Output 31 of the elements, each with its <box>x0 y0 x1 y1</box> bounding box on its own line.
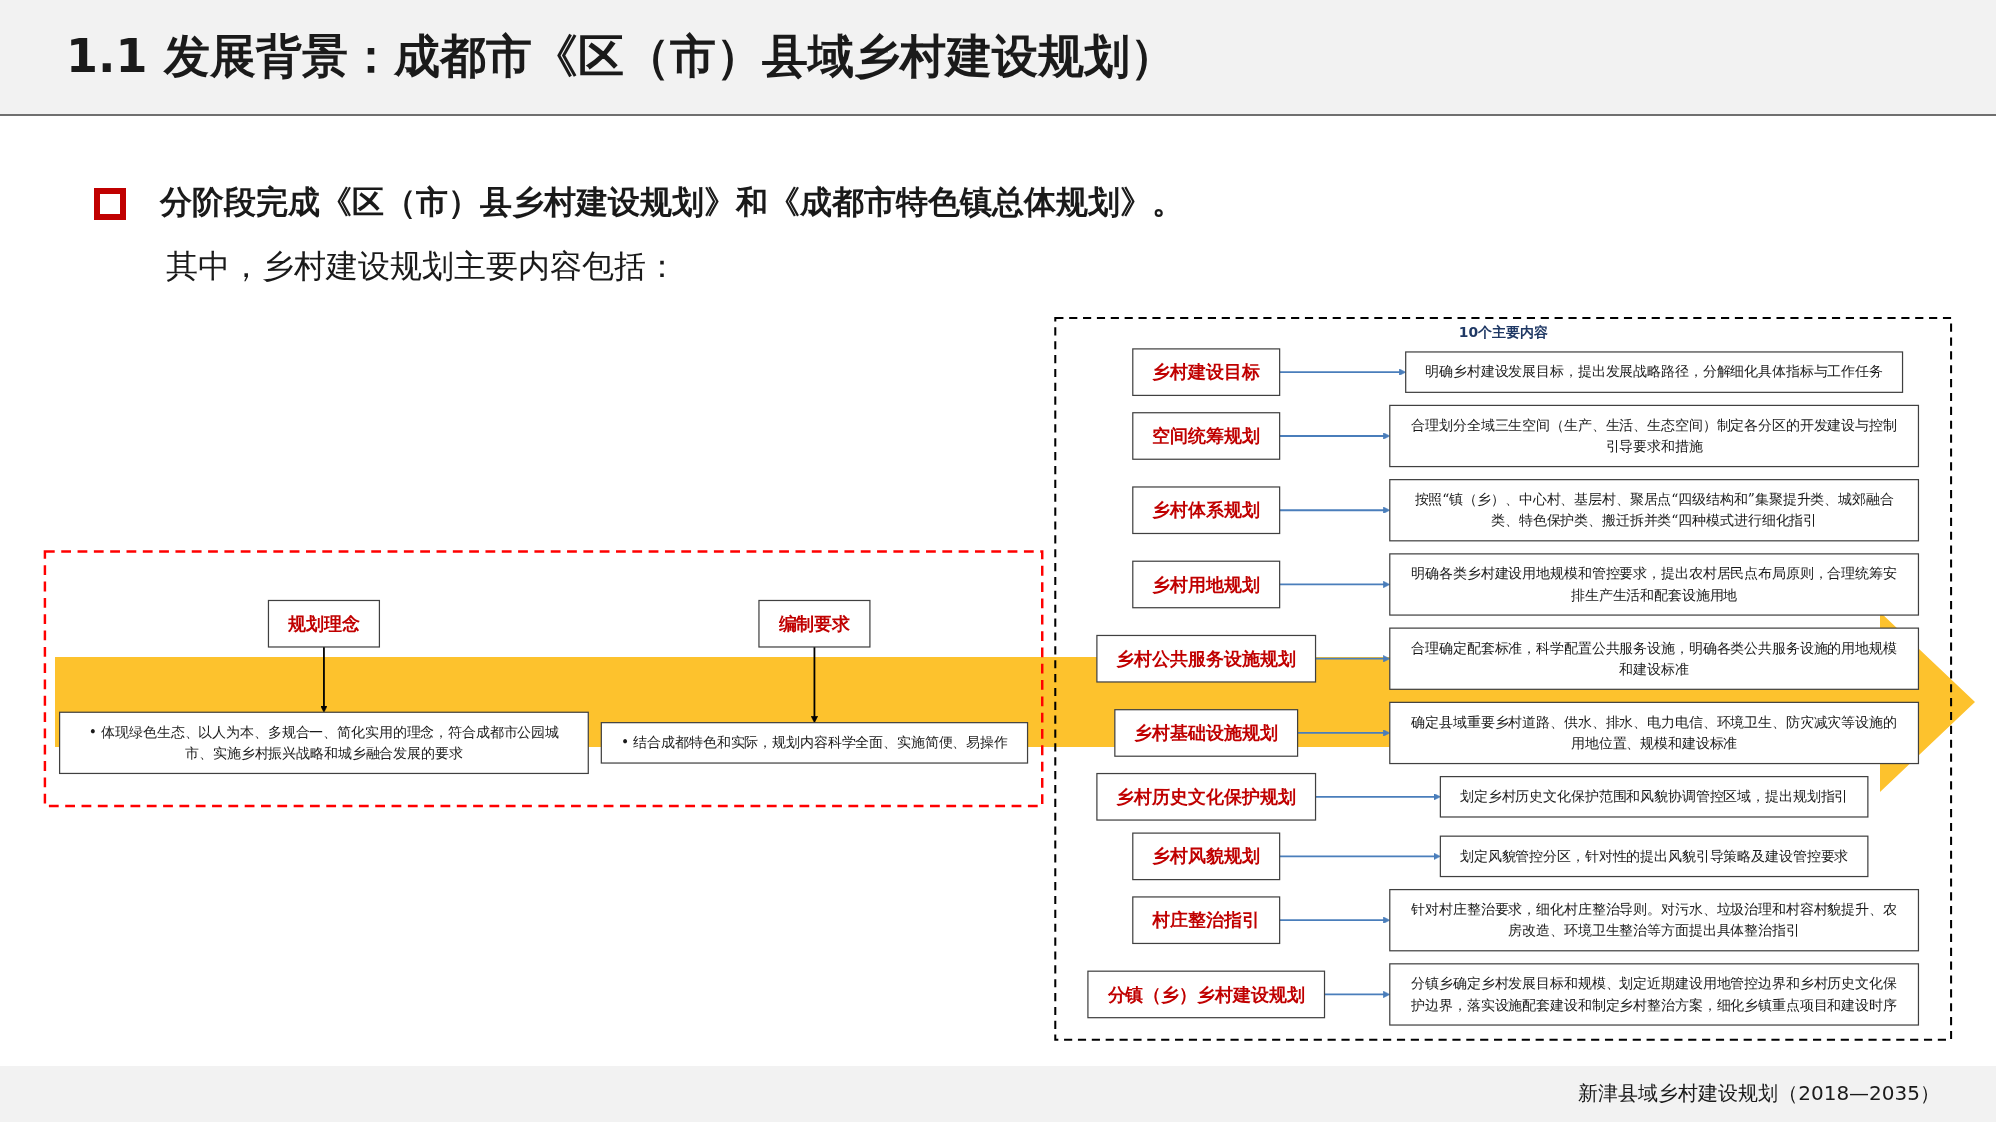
node-box: 乡村公共服务设施规划 <box>1096 635 1317 683</box>
node-box: 合理划分全域三生空间（生产、生活、生态空间）制定各分区的开发建设与控制引导要求和措施 <box>1389 404 1920 468</box>
intro-text: 分阶段完成《区（市）县乡村建设规划》和《成都市特色镇总体规划》。 <box>160 182 1184 222</box>
node-box: 乡村建设目标 <box>1132 348 1281 397</box>
arrow <box>320 646 328 713</box>
node-box: 村庄整治指引 <box>1132 896 1281 945</box>
node-box: 明确各类乡村建设用地规模和管控要求，提出农村居民点布局原则，合理统筹安排生产生活和配套设施用地 <box>1389 553 1920 616</box>
node-box: 乡村历史文化保护规划 <box>1096 773 1317 821</box>
node-box: 乡村用地规划 <box>1132 560 1281 609</box>
page-title: 1.1 发展背景：成都市《区（市）县域乡村建设规划） <box>66 28 1176 84</box>
node-box: 乡村体系规划 <box>1132 486 1281 535</box>
node-box: 划定风貌管控分区，针对性的提出风貌引导策略及建设管控要求 <box>1439 835 1869 878</box>
intro-text: 其中，乡村建设规划主要内容包括： <box>166 246 678 286</box>
node-box: 合理确定配套标准，科学配置公共服务设施，明确各类公共服务设施的用地规模和建设标准 <box>1389 627 1920 691</box>
node-box: 乡村基础设施规划 <box>1114 709 1299 757</box>
node-box: • 结合成都特色和实际，规划内容科学全面、实施简便、易操作 <box>600 722 1029 764</box>
node-box: 空间统筹规划 <box>1132 412 1281 461</box>
node-box: 分镇（乡）乡村建设规划 <box>1087 970 1326 1019</box>
node-box: 乡村风貌规划 <box>1132 832 1281 881</box>
node-box: 针对村庄整治要求，细化村庄整治导则。对污水、垃圾治理和村容村貌提升、农房改造、环境卫生整治等方面提出具体整治指引 <box>1389 889 1920 952</box>
footer-text: 新津县域乡村建设规划（2018—2035） <box>1578 1080 1940 1107</box>
arrow <box>810 646 818 724</box>
node-box: • 体现绿色生态、以人为本、多规合一、简化实用的理念，符合成都市公园城市、实施乡村振兴战略和城乡融合发展的要求 <box>59 711 589 775</box>
node-box: 编制要求 <box>758 600 871 648</box>
node-box: 明确乡村建设发展目标，提出发展战略路径，分解细化具体指标与工作任务 <box>1405 351 1904 394</box>
node-box: 分镇乡确定乡村发展目标和规模、划定近期建设用地管控边界和乡村历史文化保护边界，落实设施配套建设和制定乡村整治方案，细化乡镇重点项目和建设时序 <box>1389 963 1920 1026</box>
node-box: 规划理念 <box>267 600 381 648</box>
cluster <box>43 550 1044 808</box>
node-box: 划定乡村历史文化保护范围和风貌协调管控区域，提出规划指引 <box>1439 776 1869 818</box>
node-box: 按照“镇（乡）、中心村、基层村、聚居点“四级结构和”集聚提升类、城郊融合类、特色保护类、搬迁拆并类“四种模式进行细化指引 <box>1389 479 1920 542</box>
node-box: 确定县域重要乡村道路、供水、排水、电力电信、环境卫生、防灾减灾等设施的用地位置、规模和建设标准 <box>1389 701 1920 765</box>
